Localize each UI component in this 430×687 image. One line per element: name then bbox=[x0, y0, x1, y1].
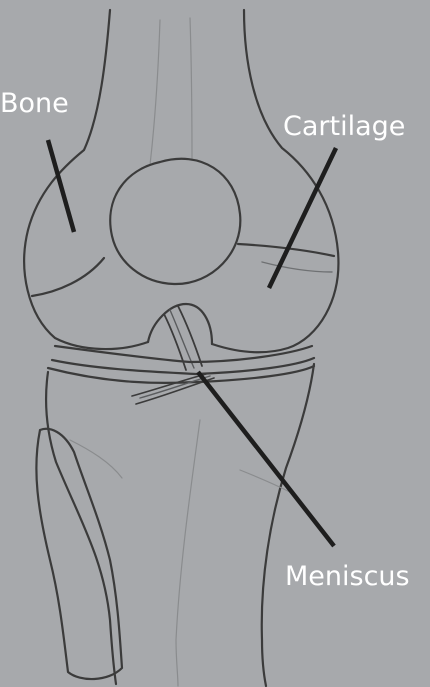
patella-outline bbox=[110, 159, 240, 284]
bone-label: Bone bbox=[0, 90, 69, 117]
fibula-outline bbox=[36, 429, 122, 679]
femur-outline bbox=[24, 10, 148, 349]
bone-leader-line bbox=[48, 140, 74, 232]
cartilage-label: Cartilage bbox=[283, 113, 405, 140]
meniscus-label: Meniscus bbox=[285, 563, 410, 590]
tibia-outline bbox=[46, 372, 116, 684]
meniscus-leader-line bbox=[198, 372, 334, 546]
cartilage-line-left bbox=[32, 258, 104, 296]
